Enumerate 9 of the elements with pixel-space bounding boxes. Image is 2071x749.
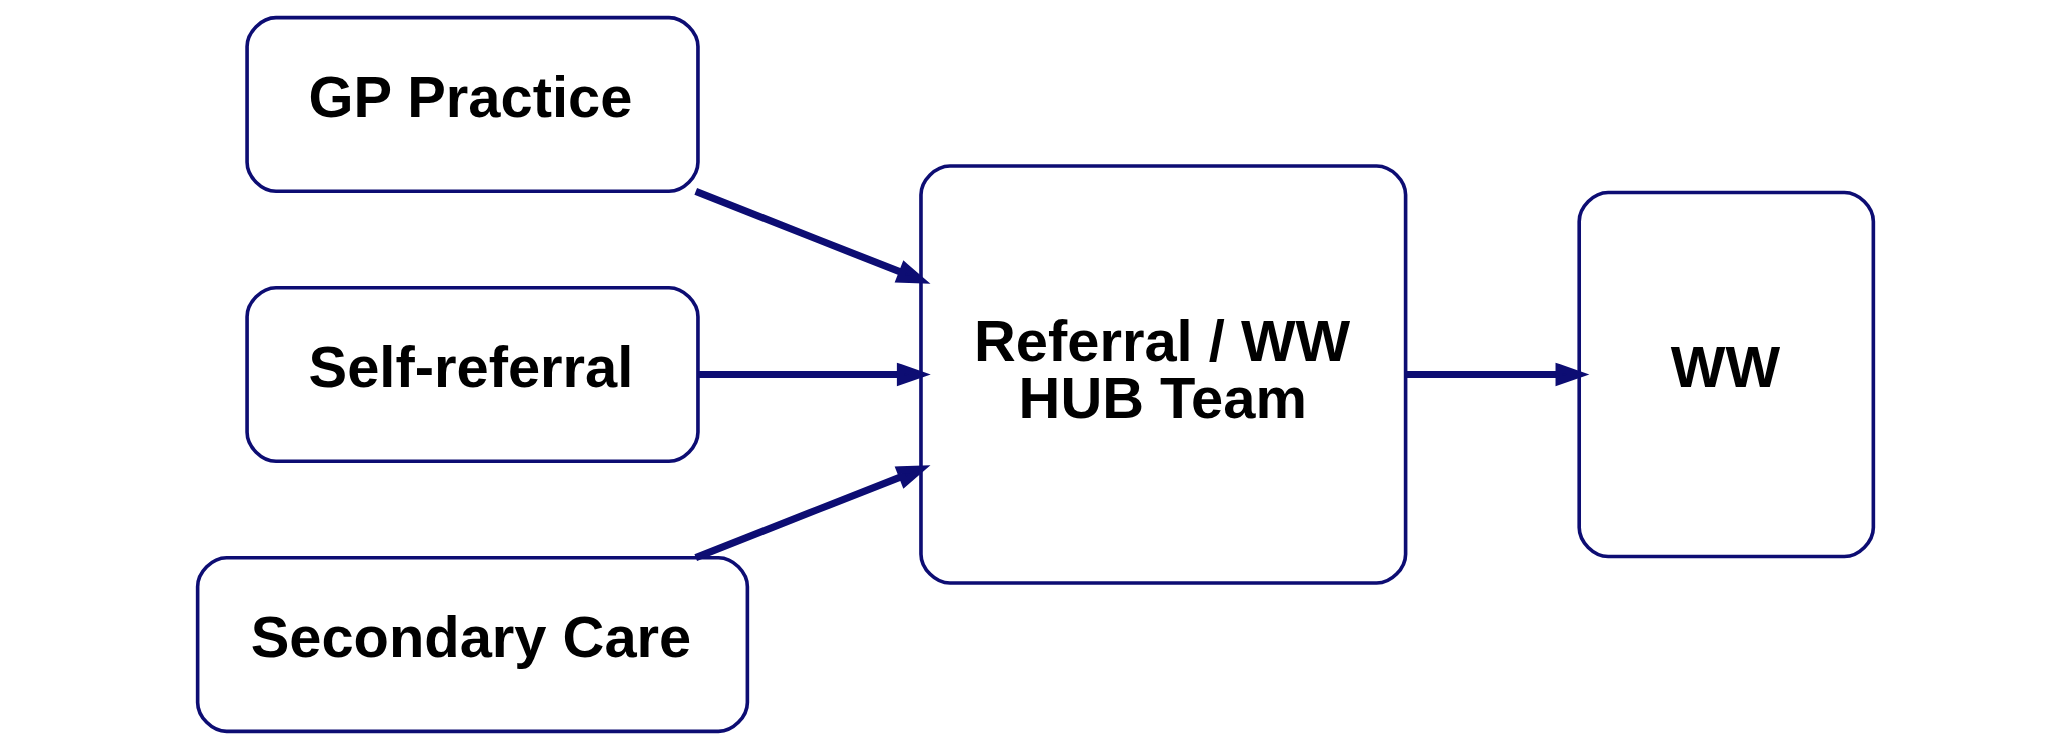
node-box: Secondary Care (195, 555, 750, 734)
arrow (694, 465, 931, 561)
arrow (694, 188, 931, 284)
arrow (698, 362, 931, 387)
node-box: GP Practice (245, 15, 700, 194)
node-box: Referral / WW HUB Team (919, 164, 1408, 585)
arrow (1405, 362, 1590, 387)
node-box: Self-referral (245, 285, 700, 464)
node-box: WW (1577, 190, 1876, 559)
